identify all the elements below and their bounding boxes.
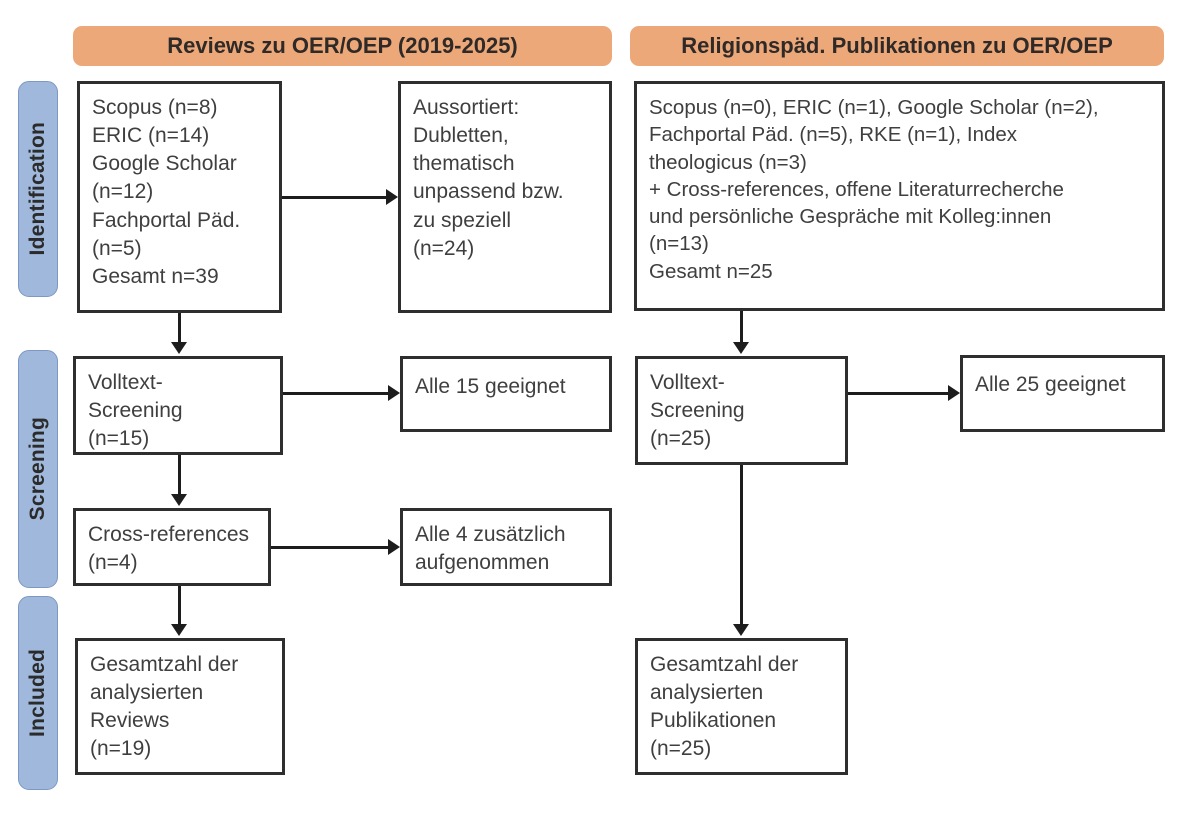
stage-tab-screening-label: Screening [26,417,49,521]
stage-tab-screening: Screening [18,350,58,588]
column-header-reviews: Reviews zu OER/OEP (2019-2025) [73,26,612,66]
arrowhead-right-sources-to-fulltext [733,342,749,354]
box-right-fulltext-result-text: Alle 25 geeignet [975,373,1126,396]
box-left-included-total: Gesamtzahl der analysierten Reviews (n=1… [75,638,285,775]
box-left-excluded: Aussortiert: Dubletten, thematisch unpas… [398,81,612,313]
connector-left-fulltext-to-result [283,392,390,395]
box-right-identification-sources-text: Scopus (n=0), ERIC (n=1), Google Scholar… [649,96,1099,283]
box-left-crossrefs-result-text: Alle 4 zusätzlich aufgenommen [415,523,566,575]
connector-left-fulltext-to-crossrefs [178,455,181,496]
column-header-publications-label: Religionspäd. Publikationen zu OER/OEP [681,33,1113,58]
arrowhead-left-fulltext-to-crossrefs [171,494,187,506]
column-header-reviews-label: Reviews zu OER/OEP (2019-2025) [167,33,518,58]
box-left-fulltext-screening-text: Volltext- Screening (n=15) [88,371,183,451]
box-left-fulltext-screening: Volltext- Screening (n=15) [73,356,283,455]
box-left-fulltext-result: Alle 15 geeignet [400,356,612,432]
connector-right-fulltext-to-result [848,392,950,395]
box-right-identification-sources: Scopus (n=0), ERIC (n=1), Google Scholar… [634,81,1165,311]
box-left-identification-sources-text: Scopus (n=8) ERIC (n=14) Google Scholar … [92,96,241,288]
stage-tab-identification: Identification [18,81,58,297]
connector-right-fulltext-to-included [740,465,743,626]
box-left-fulltext-result-text: Alle 15 geeignet [415,375,566,398]
stage-tab-identification-label: Identification [26,122,49,256]
box-left-excluded-text: Aussortiert: Dubletten, thematisch unpas… [413,96,564,260]
connector-left-crossrefs-to-included [178,586,181,626]
box-left-crossrefs-result: Alle 4 zusätzlich aufgenommen [400,508,612,586]
arrowhead-left-crossrefs-to-result [388,539,400,555]
box-right-included-total-text: Gesamtzahl der analysierten Publikatione… [650,653,799,761]
arrowhead-left-crossrefs-to-included [171,624,187,636]
connector-right-sources-to-fulltext [740,311,743,344]
arrowhead-right-fulltext-to-result [948,385,960,401]
box-left-crossrefs-text: Cross-references (n=4) [88,523,250,575]
stage-tab-included-label: Included [26,649,49,737]
box-right-included-total: Gesamtzahl der analysierten Publikatione… [635,638,848,775]
box-right-fulltext-screening: Volltext- Screening (n=25) [635,356,848,465]
box-left-included-total-text: Gesamtzahl der analysierten Reviews (n=1… [90,653,239,761]
arrowhead-left-sources-to-fulltext [171,342,187,354]
column-header-publications: Religionspäd. Publikationen zu OER/OEP [630,26,1164,66]
stage-tab-included: Included [18,596,58,790]
arrowhead-left-fulltext-to-result [388,385,400,401]
connector-left-sources-to-excluded [282,196,388,199]
box-left-crossrefs: Cross-references (n=4) [73,508,271,586]
arrowhead-left-sources-to-excluded [386,189,398,205]
box-left-identification-sources: Scopus (n=8) ERIC (n=14) Google Scholar … [77,81,282,313]
arrowhead-right-fulltext-to-included [733,624,749,636]
connector-left-crossrefs-to-result [271,546,390,549]
box-right-fulltext-result: Alle 25 geeignet [960,355,1165,432]
box-right-fulltext-screening-text: Volltext- Screening (n=25) [650,371,745,451]
connector-left-sources-to-fulltext [178,313,181,344]
